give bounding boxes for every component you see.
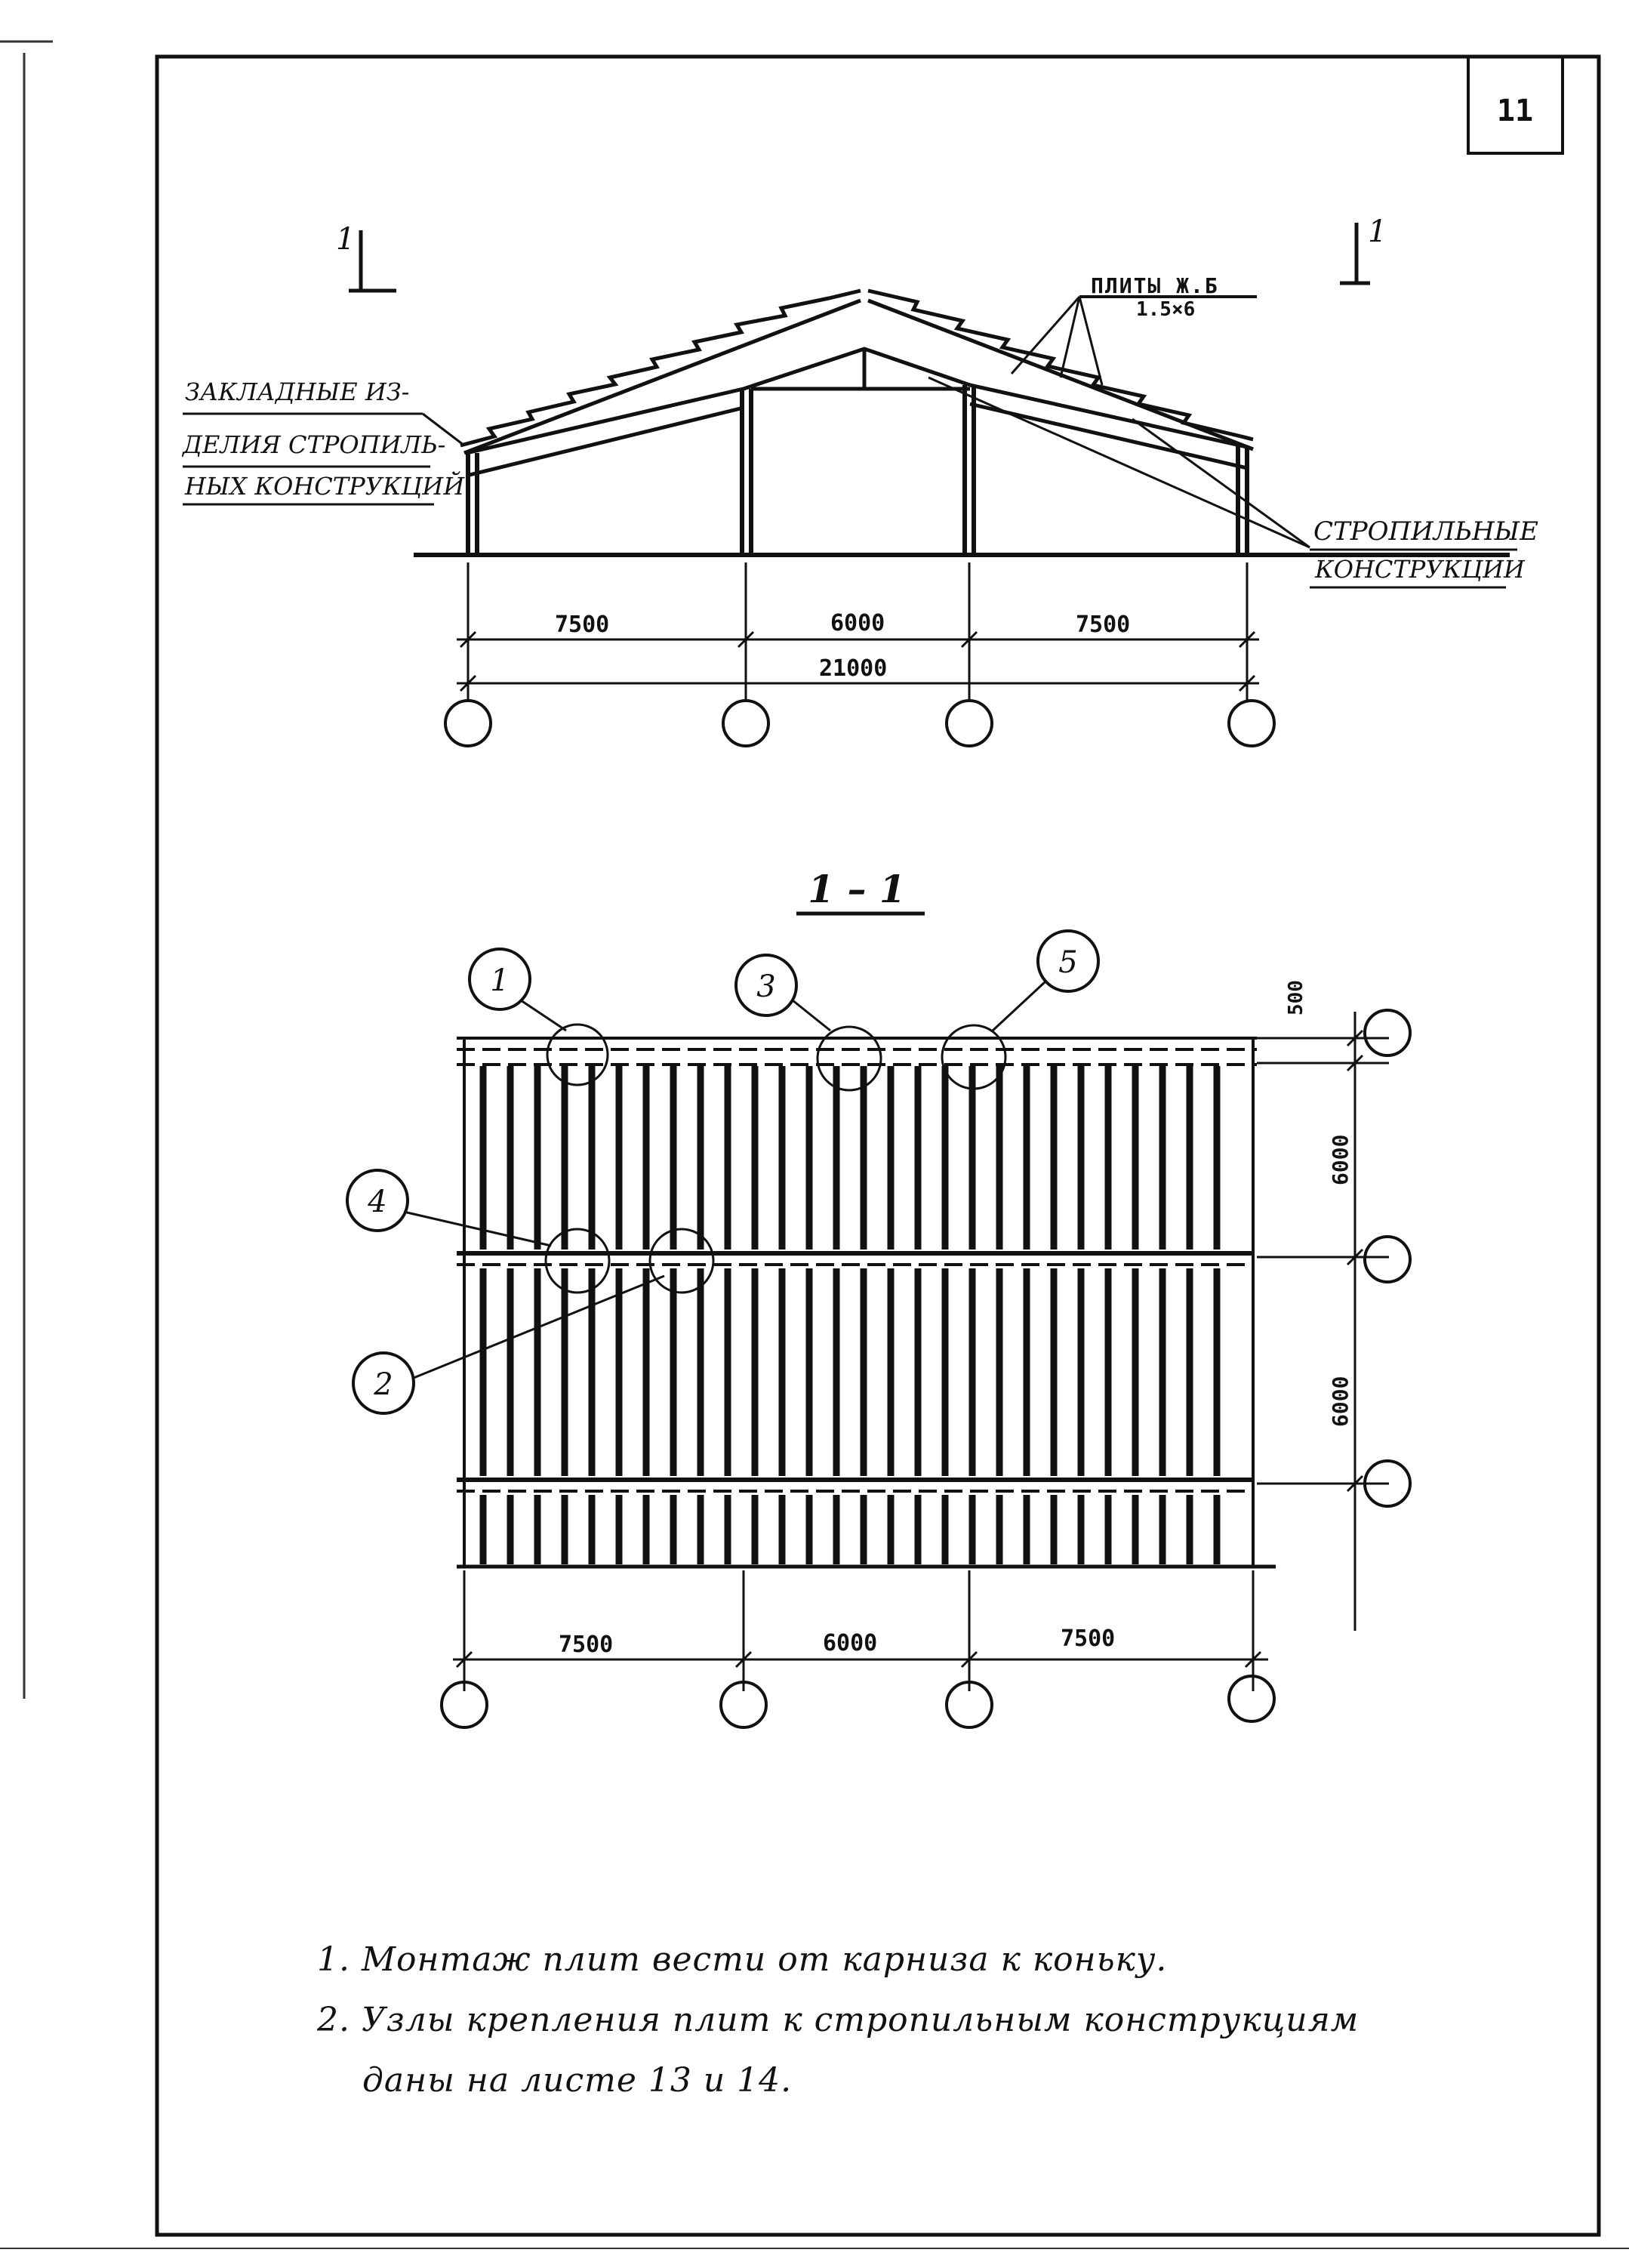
callout-1: 1 [468, 948, 567, 1032]
rafter-label: СТРОПИЛЬНЫЕ КОНСТРУКЦИИ [928, 376, 1538, 589]
columns [466, 385, 1249, 555]
roof-slabs [460, 288, 1254, 455]
plan-dim-bottom-1: 7500 [559, 1632, 613, 1658]
elevation-axis-bubbles [444, 699, 1276, 747]
plan-dim-right-6000-a: 6000 [1328, 1135, 1353, 1185]
sheet-number: 11 [1497, 94, 1533, 128]
callout-4-label: 4 [367, 1185, 386, 1219]
rafter-structures [466, 347, 1248, 478]
embedded-label-line-2: ДЕЛИЯ СТРОПИЛЬ- [181, 430, 445, 459]
elev-dim-2: 6000 [830, 610, 885, 636]
callout-5: 5 [991, 929, 1100, 1032]
elevation-dimensions [457, 562, 1259, 702]
sheet-number-box [1467, 55, 1564, 155]
elev-dim-total: 21000 [819, 655, 887, 682]
elev-dim-1: 7500 [555, 612, 609, 638]
slabs-label-line-2: 1.5×6 [1136, 298, 1195, 321]
section-mark-left: 1 [336, 222, 396, 293]
callout-1-label: 1 [490, 963, 509, 998]
section-mark-right-label: 1 [1368, 214, 1387, 249]
rafter-label-line-1: СТРОПИЛЬНЫЕ [1313, 516, 1538, 547]
plan-bottom-dimensions [453, 1570, 1268, 1691]
callout-3: 3 [734, 954, 831, 1032]
callout-2-label: 2 [373, 1367, 393, 1402]
elevation-view: 1 1 [181, 214, 1538, 747]
section-mark-right: 1 [1340, 214, 1387, 285]
slabs-label-line-1: ПЛИТЫ Ж.Б [1091, 273, 1219, 298]
plan-title: 1 – 1 [808, 867, 905, 911]
plan-dim-bottom-2: 6000 [823, 1630, 877, 1656]
detail-circles [544, 1023, 1007, 1294]
plan-bottom-axis-bubbles [440, 1675, 1276, 1729]
sheet-frame [155, 54, 1601, 2237]
callout-2: 2 [352, 1274, 665, 1415]
callout-3-label: 3 [756, 969, 775, 1004]
note-1: 1. Монтаж плит вести от карниза к коньку… [317, 1940, 1168, 1979]
plan-view: 1 – 1 1 [346, 867, 1412, 1729]
note-3: даны на листе 13 и 14. [362, 2061, 793, 2100]
elev-dim-3: 7500 [1076, 612, 1130, 638]
section-mark-left-label: 1 [336, 222, 355, 257]
plan-rails [457, 1037, 1276, 1569]
slabs-label: ПЛИТЫ Ж.Б 1.5×6 [1010, 273, 1257, 386]
rafter-label-line-2: КОНСТРУКЦИИ [1314, 555, 1526, 584]
plan-right-dimensions [1257, 1012, 1389, 1631]
plan-dim-right-500: 500 [1285, 980, 1307, 1015]
plan-dim-right-6000-b: 6000 [1328, 1376, 1353, 1427]
plan-right-axis-bubbles [1363, 1009, 1412, 1508]
plan-slab-ribs [479, 1066, 1221, 1564]
plan-dim-bottom-3: 7500 [1061, 1626, 1115, 1652]
embedded-label-line-1: ЗАКЛАДНЫЕ ИЗ- [185, 377, 409, 406]
note-2: 2. Узлы крепления плит к стропильным кон… [317, 2001, 1360, 2039]
callout-5-label: 5 [1058, 945, 1077, 980]
embedded-label-line-3: НЫХ КОНСТРУКЦИЙ [184, 471, 465, 501]
callout-4: 4 [346, 1169, 552, 1247]
embedded-parts-label: ЗАКЛАДНЫЕ ИЗ- ДЕЛИЯ СТРОПИЛЬ- НЫХ КОНСТР… [181, 377, 465, 506]
